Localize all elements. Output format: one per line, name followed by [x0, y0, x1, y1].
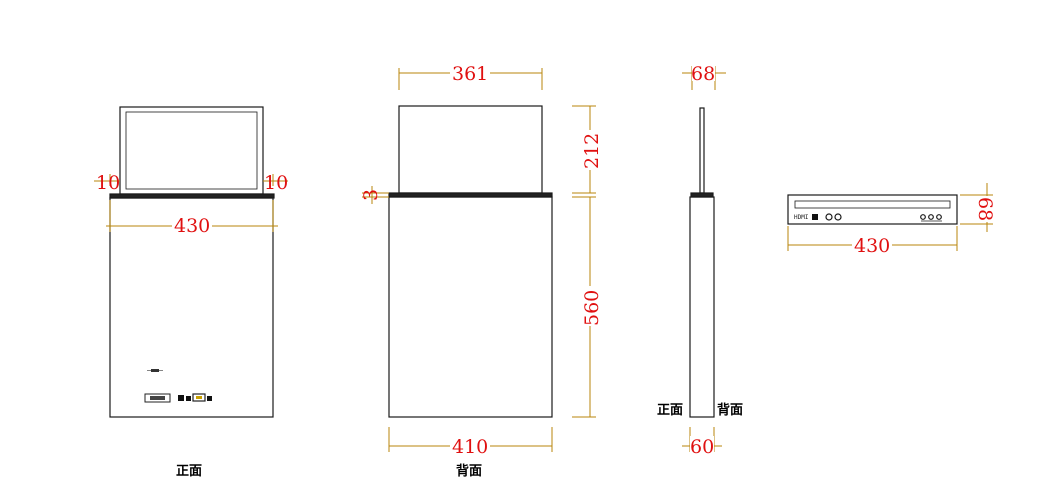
top-view-body: [787, 194, 958, 225]
back-screen-panel: [398, 105, 543, 194]
front-screen-panel: [119, 106, 264, 195]
back-dim-screen-height-text: 212: [581, 133, 603, 169]
top-view-dim-depth-text: 68: [974, 197, 996, 221]
back-top-lid: [388, 192, 553, 198]
top-view-knob-2: [834, 213, 842, 221]
top-view-dim-depth: 68: [960, 183, 998, 232]
back-dim-screen-width-text: 361: [452, 63, 488, 85]
top-view-slot: [794, 200, 951, 209]
side-label-front: 正面: [657, 403, 683, 418]
back-dim-gap: 3: [360, 186, 389, 204]
front-top-lid: [109, 193, 275, 199]
side-dim-screen-depth-text: 68: [691, 63, 715, 85]
side-dim-body-depth-text: 60: [690, 436, 714, 458]
side-body: [689, 196, 715, 418]
front-port-block-3: [207, 396, 212, 401]
front-view-caption: 正面: [176, 464, 202, 479]
top-view-jack-1: [920, 214, 926, 220]
back-body: [388, 196, 553, 418]
front-port-block-2: [186, 396, 191, 401]
side-label-back: 背面: [717, 402, 743, 418]
back-dim-gap-text: 3: [360, 189, 382, 201]
front-port-vga: [144, 393, 171, 403]
back-dim-screen-height: 212: [572, 105, 603, 194]
front-dim-width-text: 430: [174, 215, 210, 237]
front-port-lan: [192, 393, 206, 402]
front-port-block-1: [178, 395, 184, 401]
back-dim-body-height: 560: [572, 196, 603, 418]
front-dim-left-margin: 10: [94, 172, 120, 194]
front-view: 10 10 430 正面: [94, 106, 288, 479]
side-top-lid: [690, 192, 714, 198]
back-dim-body-width-text: 410: [452, 436, 488, 458]
back-view: 361 212 560 3: [360, 63, 603, 479]
top-view: HDMI 430 68: [787, 183, 998, 257]
back-dim-body-height-text: 560: [581, 290, 603, 326]
front-dim-width: 430: [106, 200, 278, 237]
top-view-port-label: HDMI: [794, 214, 809, 221]
top-view-jack-2: [928, 214, 934, 220]
top-view-dim-width-text: 430: [854, 235, 890, 257]
side-view: 68 60 正面 背面: [657, 63, 743, 458]
front-dim-right-margin: 10: [263, 172, 288, 194]
back-dim-body-width: 410: [388, 427, 553, 458]
top-view-dim-width: 430: [787, 226, 958, 257]
front-dim-left-margin-text: 10: [96, 172, 120, 194]
top-view-jack-3: [936, 214, 942, 220]
front-body: [109, 197, 274, 418]
front-dim-right-margin-text: 10: [264, 172, 288, 194]
top-view-knob-1: [825, 213, 833, 221]
back-view-caption: 背面: [456, 463, 482, 479]
side-dim-screen-depth: 68: [682, 63, 726, 90]
top-view-port-panel: HDMI: [794, 213, 942, 222]
back-dim-screen-width: 361: [398, 63, 543, 90]
front-screen-inner: [125, 111, 258, 190]
side-dim-body-depth: 60: [682, 427, 722, 458]
side-screen: [699, 107, 705, 194]
front-port-panel: [144, 369, 212, 403]
top-view-port-block: [812, 214, 818, 220]
